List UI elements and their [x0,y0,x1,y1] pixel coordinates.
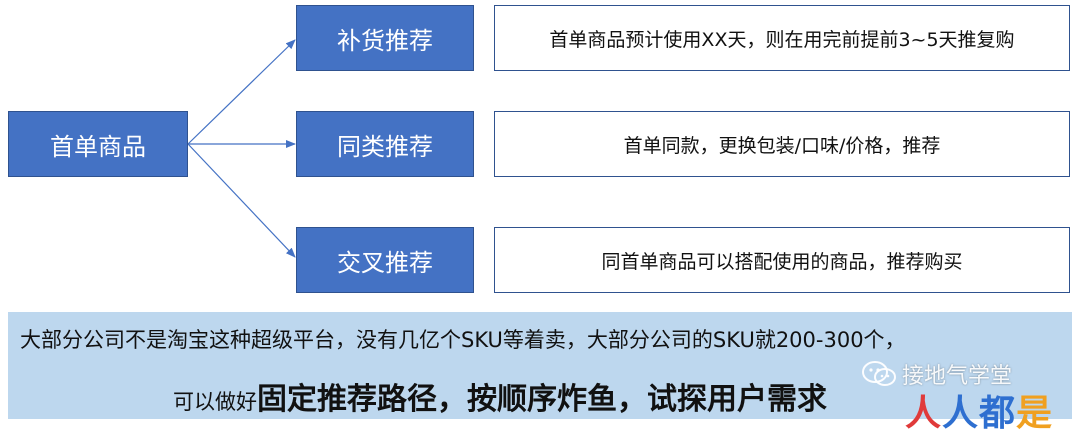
brand-logo-part-3: 是 [1016,393,1054,434]
root-node: 首单商品 [8,111,188,177]
description-box-cross: 同首单商品可以搭配使用的商品，推荐购买 [494,227,1070,293]
brand-logo: 人人都是 [905,384,1053,436]
branch-node-cross: 交叉推荐 [296,227,474,293]
description-text: 首单同款，更换包装/口味/价格，推荐 [623,134,941,157]
description-text: 同首单商品可以搭配使用的商品，推荐购买 [601,250,963,273]
branch-node-label: 补货推荐 [337,26,433,55]
banner-line-2: 可以做好固定推荐路径，按顺序炸鱼，试探用户需求 [173,374,827,418]
branch-node-restock: 补货推荐 [296,5,474,71]
connector-to-branch-3 [187,143,296,258]
description-text: 首单商品预计使用XX天，则在用完前提前3~5天推复购 [549,28,1015,51]
brand-logo-part-1: 人 [905,393,943,434]
summary-banner: 大部分公司不是淘宝这种超级平台，没有几亿个SKU等着卖，大部分公司的SKU就20… [8,312,1072,419]
branch-node-similar: 同类推荐 [296,111,474,177]
connector-lines [187,39,296,258]
brand-logo-part-2: 人都 [942,393,1017,434]
branch-node-label: 交叉推荐 [337,248,433,277]
banner-line-2-emphasis: 固定推荐路径，按顺序炸鱼，试探用户需求 [257,382,827,417]
description-box-similar: 首单同款，更换包装/口味/价格，推荐 [494,111,1070,177]
watermark-text: 接地气学堂 [902,364,1013,389]
root-node-label: 首单商品 [50,132,146,161]
description-box-restock: 首单商品预计使用XX天，则在用完前提前3~5天推复购 [494,5,1070,71]
branch-node-label: 同类推荐 [337,132,433,161]
watermark: 接地气学堂 [862,358,1012,390]
connector-to-branch-1 [187,39,296,145]
banner-line-1: 大部分公司不是淘宝这种超级平台，没有几亿个SKU等着卖，大部分公司的SKU就20… [20,328,906,352]
wechat-icon [862,361,896,386]
banner-line-2-prefix: 可以做好 [173,390,257,414]
